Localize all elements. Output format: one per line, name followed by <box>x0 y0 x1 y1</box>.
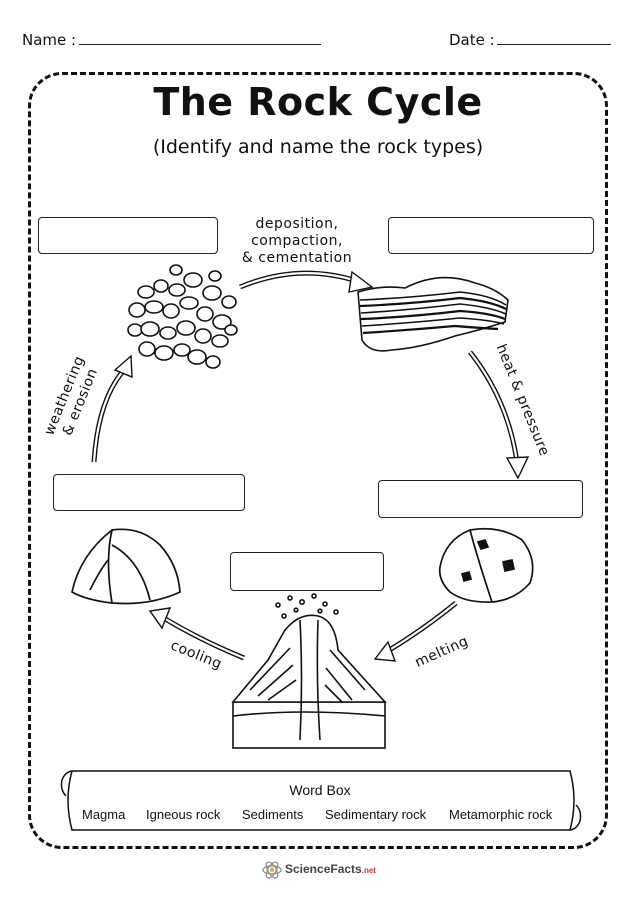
answer-box-igneous[interactable] <box>53 474 245 511</box>
page-title: The Rock Cycle <box>153 80 483 124</box>
arrow-deposition <box>239 270 374 293</box>
deposition-label: deposition, compaction, & cementation <box>232 216 362 267</box>
deposition-line-1: deposition, <box>255 216 339 232</box>
date-label: Date : <box>449 31 495 49</box>
footer-logo-main: ScienceFacts <box>285 862 362 876</box>
date-line[interactable] <box>497 44 611 45</box>
name-line[interactable] <box>79 44 321 45</box>
deposition-line-2: compaction, <box>251 233 343 249</box>
word-igneous-rock: Igneous rock <box>146 807 221 822</box>
word-metamorphic-rock: Metamorphic rock <box>449 807 553 822</box>
sedimentary-rock <box>357 276 509 352</box>
answer-box-magma[interactable] <box>230 552 384 591</box>
word-sediments: Sediments <box>242 807 304 822</box>
arrow-weathering <box>91 354 133 463</box>
name-label: Name : <box>22 31 77 49</box>
answer-box-metamorphic[interactable] <box>378 480 583 518</box>
metamorphic-rock <box>438 527 534 603</box>
answer-box-sedimentary[interactable] <box>388 217 594 254</box>
word-magma: Magma <box>82 807 126 822</box>
worksheet-frame <box>28 72 608 849</box>
igneous-rock <box>71 528 181 605</box>
word-box-scroll <box>60 770 582 831</box>
page-subtitle: (Identify and name the rock types) <box>152 136 484 158</box>
arrow-cooling <box>148 607 245 661</box>
arrow-heat-pressure <box>468 350 530 480</box>
word-box-title: Word Box <box>289 782 351 798</box>
sciencefacts-logo-icon <box>262 861 282 879</box>
footer-logo-text: ScienceFacts.net <box>285 862 376 876</box>
word-sedimentary-rock: Sedimentary rock <box>325 807 427 822</box>
volcano <box>231 593 387 749</box>
deposition-line-3: & cementation <box>241 250 353 266</box>
answer-box-sediments[interactable] <box>38 217 218 254</box>
sediments-pebbles <box>127 264 238 369</box>
footer-logo-suffix: .net <box>361 866 376 875</box>
arrow-melting <box>373 601 458 662</box>
